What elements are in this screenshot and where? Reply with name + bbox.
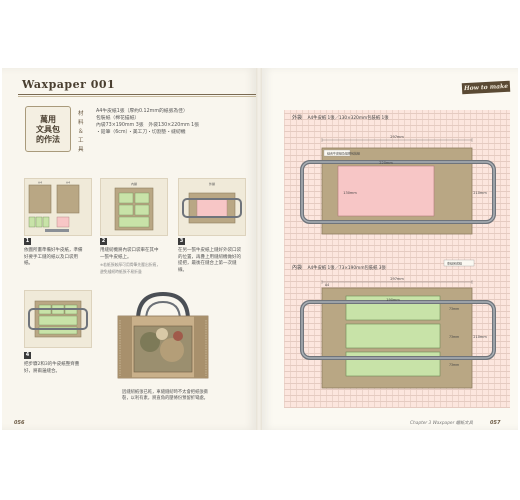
materials-line: 內袋73×190mm 3張 外袋130×220mm 1張 xyxy=(96,123,200,128)
inner-dim-top: 297mm xyxy=(390,277,404,281)
book-gutter xyxy=(256,68,262,430)
inner-pocket-3 xyxy=(345,351,441,377)
outer-note: 縫合牛皮紙及提把包裝紙 xyxy=(327,151,360,156)
materials-line: 包裝紙（棉花描紙） xyxy=(96,116,140,121)
step-4-number: 4 xyxy=(24,352,31,359)
page-title: Waxpaper 001 xyxy=(22,78,116,91)
subtitle-line: 萬用 xyxy=(40,114,56,124)
outer-dim-right: 210mm xyxy=(473,191,487,195)
inner-note-box xyxy=(443,259,475,267)
inner-heading-text: 內袋 xyxy=(292,265,303,271)
step-1-illustration: A4 A4 xyxy=(24,178,92,236)
outer-dim-top: 297mm xyxy=(390,135,404,139)
outer-note-box xyxy=(323,149,351,157)
step-3-label: 外袋 xyxy=(209,181,215,186)
outer-dim-inner: 220mm xyxy=(379,161,393,165)
step-3-number: 3 xyxy=(178,238,185,245)
photo-caption: 因縫紉紙張已乾，車縫縫紉時不太會把紙張撕裂，以利有素，將直角的壓條份預留折彎處。 xyxy=(122,390,208,402)
subtitle-line: 文具包 xyxy=(36,124,60,134)
subtitle-box: 萬用 文具包 的作法 xyxy=(25,106,71,152)
pattern-diagram: 297mm 220mm 130mm 210mm 縫合牛皮紙及提把包裝紙 297m… xyxy=(300,135,496,389)
step-2-diagram: 內袋 xyxy=(114,181,154,231)
step-1-label-b: A4 xyxy=(66,181,70,185)
step-1-label-a: A4 xyxy=(38,181,42,185)
inner-pocket-2 xyxy=(345,323,441,349)
step-1-number: 1 xyxy=(24,238,31,245)
materials-label: 材料 ＆工具 xyxy=(78,110,88,155)
materials-list: A4牛皮紙1張（厚約0.12mm的紙張為佳） 包裝紙（棉花描紙） 內袋73×19… xyxy=(96,108,246,136)
step-2-illustration: 內袋 xyxy=(100,178,168,236)
step-3-diagram: 外袋 xyxy=(182,181,242,224)
step-2-note: ※若紙張較厚可用骨筆先壓出折痕，避免縫紉時紙張不易折疊 xyxy=(100,262,161,274)
step-4-text: 把步驟2和3的牛皮紙整齊疊好，將兩邊縫合。 xyxy=(24,362,80,374)
outer-dim-left: 130mm xyxy=(343,191,357,195)
inner-dim-a4: A4 xyxy=(325,283,329,287)
page-number-left: 056 xyxy=(14,420,25,426)
materials-label-line: 材料 xyxy=(78,111,84,126)
inner-handle-highlight xyxy=(301,301,495,359)
inner-bag-heading: 內袋 A4牛皮紙 1張／73×190mm包裝紙 3張 xyxy=(292,264,386,271)
inner-spec-text: A4牛皮紙 1張／73×190mm包裝紙 3張 xyxy=(307,266,386,271)
step-3-text: 在另一張牛皮紙上縫好外袋口袋的位置，再疊上用縫紉機做好的提把，最後在縫合上第一次… xyxy=(178,248,241,273)
step-2-label: 內袋 xyxy=(131,181,137,186)
outer-bag-heading: 外袋 A4牛皮紙 1張／130×320mm包裝紙 1張 xyxy=(292,114,389,121)
bag-photo-drawing xyxy=(117,291,209,379)
inner-dim-total: 210mm xyxy=(473,335,487,339)
outer-handle-highlight xyxy=(301,161,495,223)
outer-pocket xyxy=(337,165,435,217)
inner-dim-pocket: 73mm xyxy=(449,335,459,339)
step-2-number: 2 xyxy=(100,238,107,245)
step-4-diagram xyxy=(28,300,88,338)
step-2-text: 用縫紉機將內袋口袋車在其中一張牛皮紙上。 xyxy=(100,248,159,260)
step-1-diagram: A4 A4 xyxy=(28,181,80,232)
step-4-illustration xyxy=(24,290,92,348)
materials-label-line: ＆工具 xyxy=(78,129,84,153)
materials-line: ・鉛筆（6cm）・美工刀・切割墊・縫紉機 xyxy=(96,130,186,135)
materials-line: A4牛皮紙1張（厚約0.12mm的紙張為佳） xyxy=(96,109,188,114)
outer-heading-text: 外袋 xyxy=(292,115,303,121)
title-rule-secondary xyxy=(18,96,256,97)
finished-bag-photo xyxy=(112,290,214,382)
step-1-text: 依圖所畫準備好牛皮紙，準備好要手工縫的紙以及口袋用紙。 xyxy=(24,248,83,267)
outer-spec-text: A4牛皮紙 1張／130×320mm包裝紙 1張 xyxy=(307,116,389,121)
title-rule xyxy=(18,94,256,95)
inner-dim-pocket: 73mm xyxy=(449,307,459,311)
chapter-footer: Chapter 3 Waxpaper 蠟紙文具 xyxy=(410,421,473,426)
step-3-illustration: 外袋 xyxy=(178,178,246,236)
subtitle-line: 的作法 xyxy=(36,134,60,144)
inner-note: 車縫完成線 xyxy=(447,261,462,266)
inner-dim-pocket: 73mm xyxy=(449,363,459,367)
page-number-right: 057 xyxy=(490,420,501,426)
inner-dim-inner: 190mm xyxy=(386,298,400,302)
